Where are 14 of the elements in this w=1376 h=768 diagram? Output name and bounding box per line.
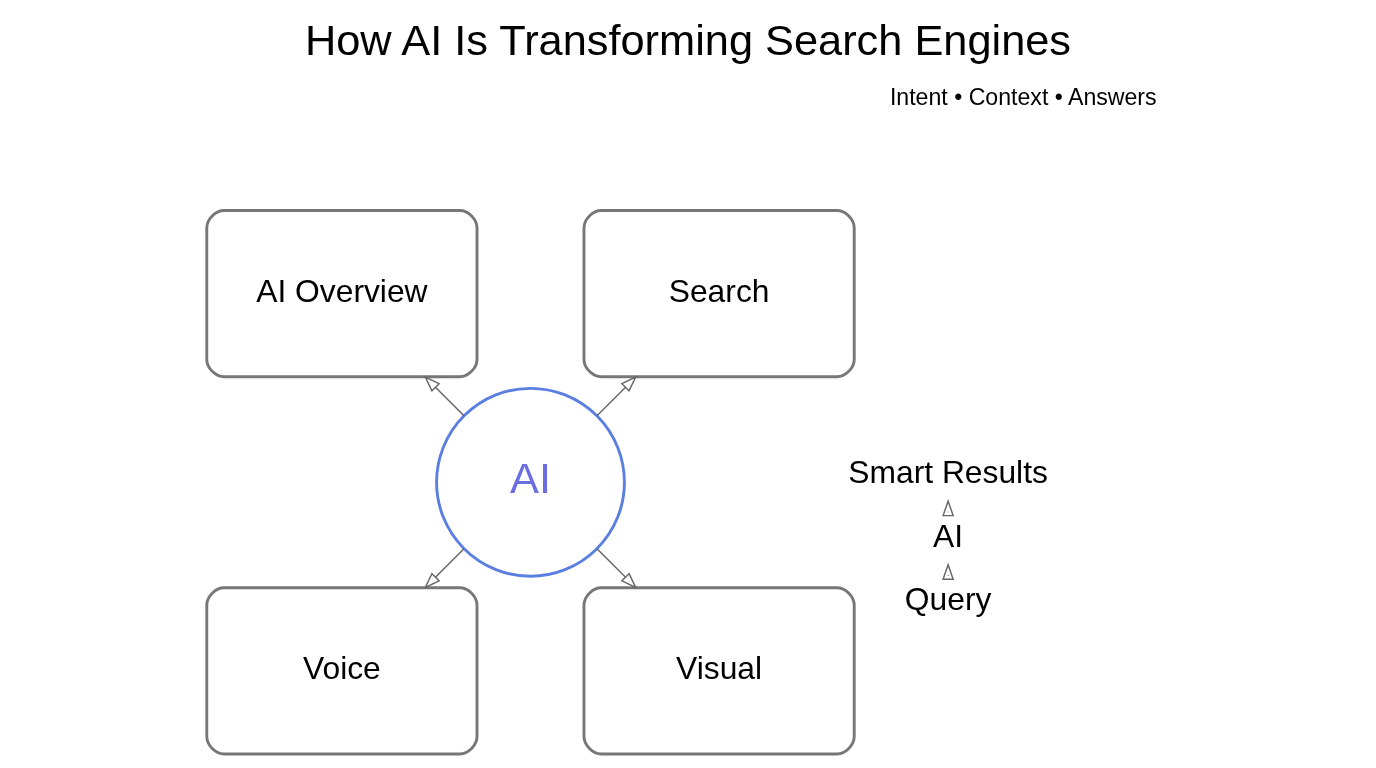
diagram-title: How AI Is Transforming Search Engines (304, 15, 1072, 64)
node-box: AI Overview (205, 209, 479, 379)
arrow (942, 562, 955, 580)
label: Intent • Context • Answers (889, 83, 1157, 110)
arrow (596, 548, 638, 589)
node-box: Search (582, 209, 856, 379)
node-text: AI (933, 517, 964, 554)
arrow (423, 375, 465, 417)
arrow (423, 548, 465, 589)
node-box: Visual (582, 586, 856, 756)
arrow (596, 375, 638, 417)
node-text: Smart Results (848, 454, 1048, 491)
node-box: Voice (205, 586, 479, 756)
node-text: Query (904, 581, 992, 618)
